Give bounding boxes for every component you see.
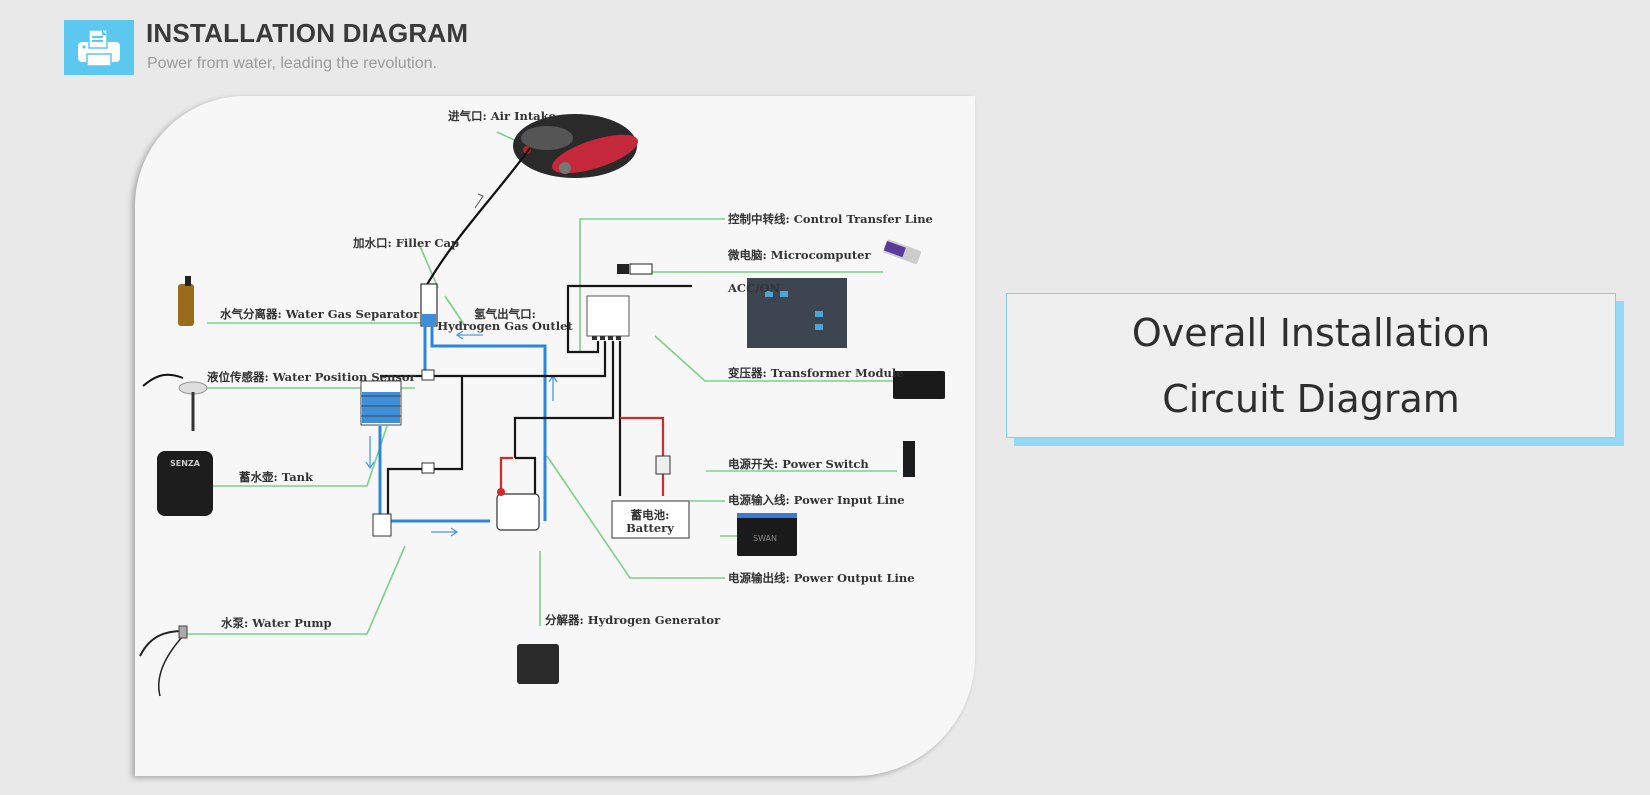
battery-label-en: Battery xyxy=(626,521,674,535)
hydrogen-generator-image xyxy=(517,644,559,684)
label-hydrogen-gas-outlet-cn: 氢气出气口: xyxy=(474,307,536,321)
battery-label-cn: 蓄电池: xyxy=(631,508,670,522)
label-control-transfer-line: 控制中转线: Control Transfer Line xyxy=(728,212,933,226)
label-water-pump: 水泵: Water Pump xyxy=(221,616,332,630)
info-box: Overall Installation Circuit Diagram xyxy=(1006,293,1616,438)
printer-icon xyxy=(64,20,134,75)
battery-brand: SWAN xyxy=(753,534,777,543)
tank-brand: SENZA xyxy=(170,459,201,468)
battery-image xyxy=(737,516,797,556)
label-transformer-module: 变压器: Transformer Module xyxy=(728,366,904,380)
label-water-position-sensor: 液位传感器: Water Position Sensor xyxy=(207,370,417,384)
page-subtitle: Power from water, leading the revolution… xyxy=(147,55,437,72)
label-filler-cap: 加水口: Filler Cap xyxy=(352,236,459,250)
water-gas-separator-image xyxy=(178,284,194,326)
label-power-input-line: 电源输入线: Power Input Line xyxy=(728,493,905,507)
fuse-box-image xyxy=(747,278,847,348)
label-tank: 蓄水壶: Tank xyxy=(239,470,314,484)
label-microcomputer: 微电脑: Microcomputer xyxy=(727,248,871,262)
label-water-gas-separator: 水气分离器: Water Gas Separator xyxy=(220,307,420,321)
water-lines xyxy=(378,326,547,524)
page-title: INSTALLATION DIAGRAM xyxy=(146,18,469,48)
label-hydrogen-gas-outlet-en: Hydrogen Gas Outlet xyxy=(437,319,573,333)
label-power-output-line: 电源输出线: Power Output Line xyxy=(728,571,915,585)
label-acc-on: ACC/ON xyxy=(727,281,780,295)
tank-image xyxy=(157,451,213,516)
label-air-intake: 进气口: Air Intake xyxy=(448,109,556,123)
engine-image xyxy=(513,114,639,178)
label-hydrogen-generator: 分解器: Hydrogen Generator xyxy=(545,613,721,627)
microcomputer-connector xyxy=(617,263,653,275)
power-switch-image xyxy=(903,441,915,477)
label-power-switch: 电源开关: Power Switch xyxy=(728,457,869,471)
microcomputer-image xyxy=(883,239,922,264)
transformer-image xyxy=(893,371,945,399)
installation-diagram: 蓄电池: Battery SENZA SWAN 进气口: Air Intake … xyxy=(135,96,975,776)
info-box-line-1: Overall Installation xyxy=(1131,310,1491,355)
info-box-line-2: Circuit Diagram xyxy=(1162,376,1460,421)
